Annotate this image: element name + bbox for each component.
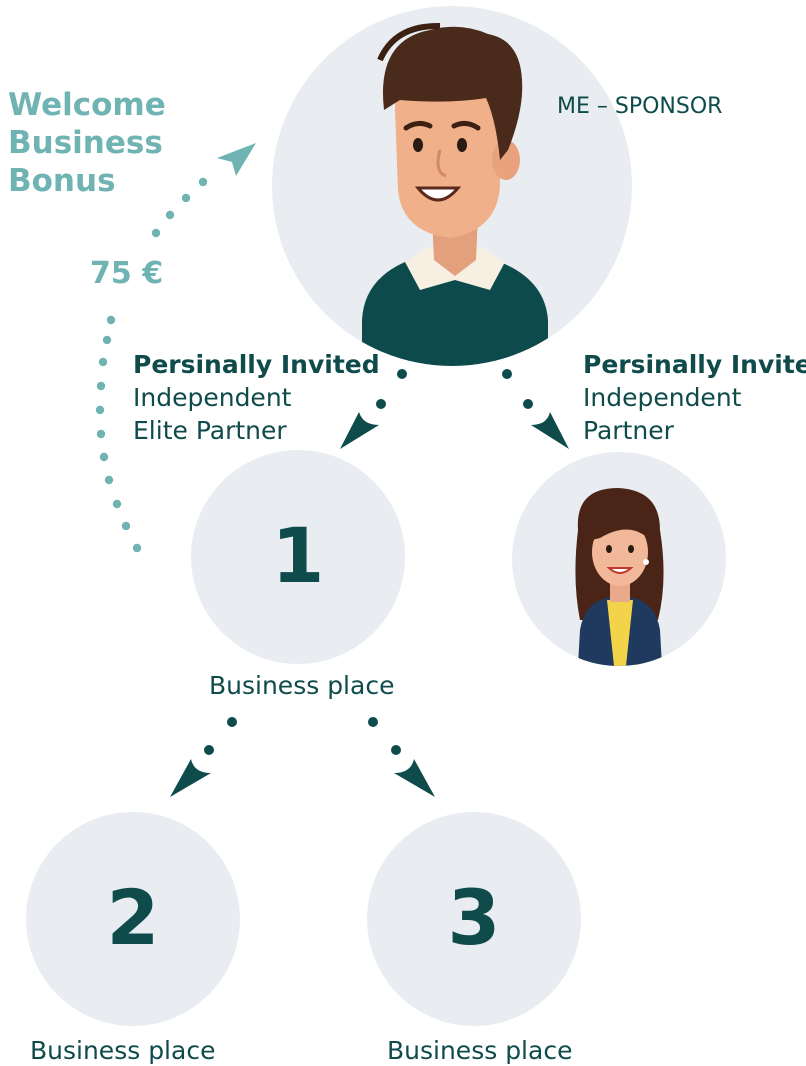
- bonus-connector: [95, 143, 256, 553]
- connector-sponsor-to-partner: [502, 369, 569, 449]
- right-invite-line-1: Independent: [583, 383, 742, 412]
- bonus-title-line-3: Bonus: [8, 163, 116, 199]
- right-invite-line-2: Partner: [583, 416, 674, 445]
- node-2-number: 2: [106, 873, 160, 962]
- right-invite-label: Persinally Invited Independent Partner: [583, 348, 806, 447]
- node-1-circle: [191, 450, 405, 664]
- bonus-title-line-2: Business: [8, 125, 163, 161]
- right-invite-heading: Persinally Invited: [583, 350, 806, 379]
- node-3-number: 3: [447, 873, 501, 962]
- connector-node1-to-node2: [170, 717, 237, 797]
- bonus-title-line-1: Welcome: [8, 87, 166, 123]
- node-3-circle: [367, 812, 581, 1026]
- left-invite-label: Persinally Invited Independent Elite Par…: [133, 348, 380, 447]
- node-2-caption: Business place: [30, 1036, 216, 1065]
- bonus-amount: 75 €: [90, 256, 164, 291]
- node-1-caption: Business place: [209, 671, 395, 700]
- node-1-number: 1: [271, 511, 325, 600]
- node-3-caption: Business place: [387, 1036, 573, 1065]
- left-invite-heading: Persinally Invited: [133, 350, 380, 379]
- sponsor-label: ME – SPONSOR: [557, 94, 723, 119]
- bonus-arrowhead: [217, 143, 256, 176]
- connector-node1-to-node3: [368, 717, 435, 797]
- connector-sponsor-to-node1: [340, 369, 407, 449]
- node-2-circle: [26, 812, 240, 1026]
- left-invite-line-2: Elite Partner: [133, 416, 287, 445]
- left-invite-line-1: Independent: [133, 383, 292, 412]
- welcome-bonus-title: Welcome Business Bonus: [8, 86, 166, 200]
